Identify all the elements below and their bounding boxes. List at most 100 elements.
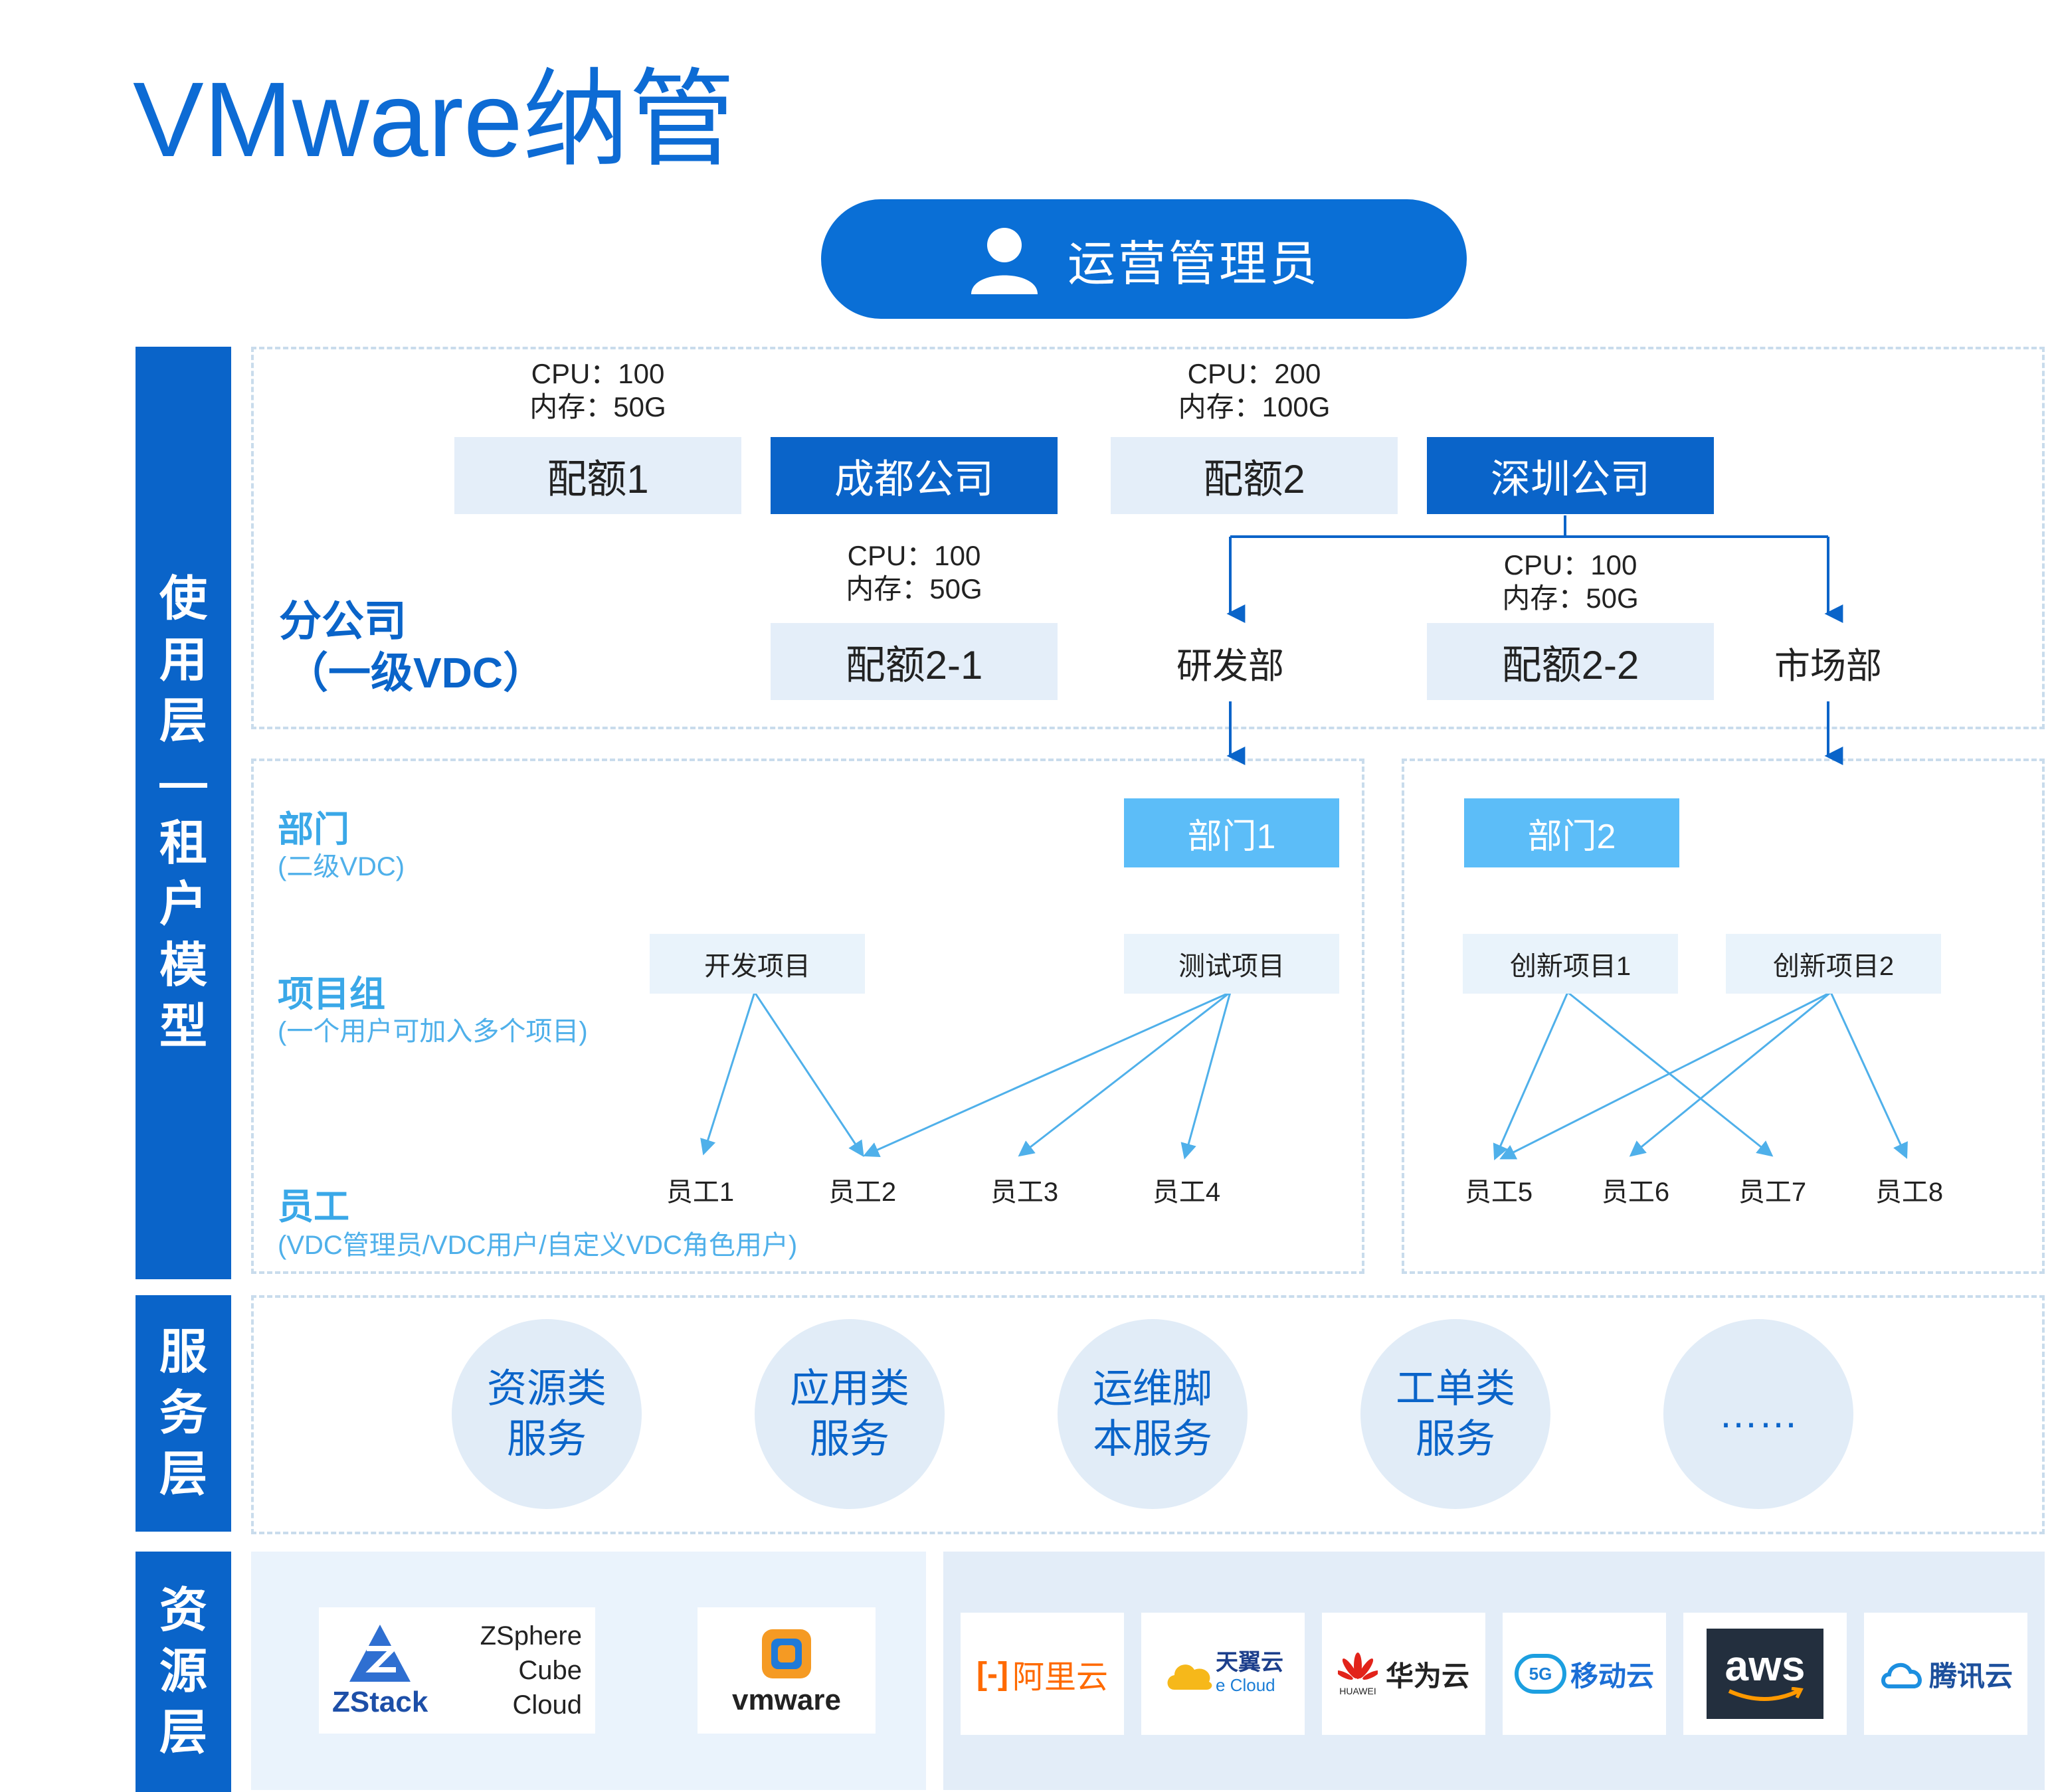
employee-5[interactable]: 员工5 [1464,1178,1533,1207]
tianyi-cloud-icon [1167,1664,1212,1690]
huawei-sublabel: HUAWEI [1339,1686,1376,1696]
admin-label: 运营管理员 [1067,237,1320,291]
quota21-box[interactable]: 配额2-1 [771,623,1058,700]
quota2-spec: CPU：200 内存：100G [1113,357,1395,424]
service-resource-l1: 资源类 [487,1366,606,1411]
usage-layer-label: 使用层—租户模型 [159,573,207,1053]
dept1-panel [251,759,1364,1274]
quota22-mem: 内存：50G [1502,582,1639,614]
user-icon [971,228,1038,294]
quota1-mem: 内存：50G [529,391,666,422]
service-more[interactable]: …… [1663,1319,1853,1509]
employee-8[interactable]: 员工8 [1875,1178,1944,1207]
project-connectors [700,991,1908,1160]
quota22-cpu: CPU：100 [1503,549,1637,581]
employee-3[interactable]: 员工3 [990,1178,1059,1207]
quota21-cpu: CPU：100 [847,540,981,571]
admin-pill[interactable]: 运营管理员 [821,199,1467,319]
service-ticket-l2: 服务 [1416,1417,1495,1461]
tianyi-card[interactable]: 天翼云 e Cloud [1141,1613,1305,1735]
employee-6[interactable]: 员工6 [1601,1178,1670,1207]
employee-7[interactable]: 员工7 [1738,1178,1807,1207]
employee-2[interactable]: 员工2 [828,1178,897,1207]
tencent-card[interactable]: 腾讯云 [1864,1613,2027,1735]
quota2-box[interactable]: 配额2 [1111,437,1398,514]
service-panel [251,1295,2045,1534]
public-cloud-area [943,1552,2045,1790]
service-resource-l2: 服务 [507,1417,587,1461]
department-1[interactable]: 部门1 [1124,798,1339,867]
service-layer-label: 服务层 [159,1326,207,1501]
employee-section-label: 员工 [278,1187,349,1227]
tianyi-label: 天翼云 [1216,1650,1283,1675]
employee-4[interactable]: 员工4 [1152,1178,1221,1207]
service-more-l1: …… [1719,1391,1798,1436]
tencent-label: 腾讯云 [1928,1660,2013,1692]
quota1-cpu: CPU：100 [531,358,665,389]
quota1-box[interactable]: 配额1 [454,437,741,514]
dept-market-label: 市场部 [1774,646,1882,686]
quota22-box[interactable]: 配额2-2 [1427,623,1714,700]
zstack-cube: Cube [518,1656,582,1685]
employee-1[interactable]: 员工1 [666,1178,735,1207]
tianyi-text: 天翼云 e Cloud [1216,1651,1283,1696]
mobile-label: 移动云 [1570,1660,1654,1692]
vmware-wordmark: vmware [732,1684,841,1716]
zstack-card[interactable]: ZStack ZSphere Cube Cloud [319,1607,595,1734]
mobile-cloud-card[interactable]: 5G 移动云 [1503,1613,1666,1735]
service-resource[interactable]: 资源类服务 [452,1319,642,1509]
company-chengdu[interactable]: 成都公司 [771,437,1058,514]
zstack-products: ZSphere Cube Cloud [480,1619,582,1722]
huawei-logo: HUAWEI [1337,1651,1378,1696]
project-dev[interactable]: 开发项目 [650,934,865,994]
dept2-panel [1402,759,2045,1274]
service-ticket-l1: 工单类 [1396,1366,1515,1411]
branch-label: 分公司 [279,597,407,645]
aliyun-card[interactable]: [-] 阿里云 [961,1613,1124,1735]
aws-smile-icon [1728,1687,1804,1701]
company-shenzhen[interactable]: 深圳公司 [1427,437,1714,514]
quota21-mem: 内存：50G [846,573,982,604]
project-inno2[interactable]: 创新项目2 [1726,934,1941,994]
service-ops-script[interactable]: 运维脚本服务 [1058,1319,1248,1509]
zstack-zsphere: ZSphere [480,1621,582,1651]
quota2-mem: 内存：100G [1178,391,1331,422]
service-layer-bar: 服务层 [136,1295,231,1532]
branch-sublabel: （一级VDC） [286,649,546,697]
resource-layer-bar: 资源层 [136,1552,231,1792]
service-application-l2: 服务 [810,1417,889,1461]
tencent-cloud-icon [1881,1663,1922,1688]
project-section-sublabel: (一个用户可加入多个项目) [278,1017,588,1046]
aws-wordmark: aws [1724,1642,1806,1690]
quota2-cpu: CPU：200 [1187,358,1321,389]
quota21-spec: CPU：100 内存：50G [773,539,1055,606]
dept-section-label: 部门 [278,810,349,850]
project-inno1[interactable]: 创新项目1 [1463,934,1678,994]
project-section-label: 项目组 [278,974,385,1014]
department-2[interactable]: 部门2 [1464,798,1679,867]
branch-panel [251,347,2045,729]
service-ops-l1: 运维脚 [1093,1366,1212,1411]
usage-layer-bar: 使用层—租户模型 [136,347,231,1279]
dept-section-sublabel: (二级VDC) [278,852,405,881]
quota22-spec: CPU：100 内存：50G [1430,549,1711,615]
mobile-5g-icon: 5G [1514,1654,1566,1694]
service-ticket[interactable]: 工单类服务 [1360,1319,1550,1509]
vmware-logo-icon [762,1629,811,1678]
service-application-l1: 应用类 [790,1366,909,1411]
huawei-card[interactable]: HUAWEI 华为云 [1322,1613,1485,1735]
zstack-triangle-icon [349,1625,411,1682]
aws-card[interactable]: aws [1683,1613,1847,1735]
page-title: VMware纳管 [133,60,735,179]
huawei-label: 华为云 [1385,1660,1469,1692]
project-test[interactable]: 测试项目 [1124,934,1339,994]
mobile-5g-badge: 5G [1529,1663,1552,1684]
vmware-card[interactable]: vmware [698,1607,876,1734]
zstack-logo: ZStack [332,1622,428,1719]
aws-logo: aws [1707,1629,1823,1719]
company-connectors [1226,515,1843,765]
service-application[interactable]: 应用类服务 [755,1319,945,1509]
resource-layer-label: 资源层 [159,1584,207,1759]
huawei-flower-icon [1337,1653,1378,1680]
